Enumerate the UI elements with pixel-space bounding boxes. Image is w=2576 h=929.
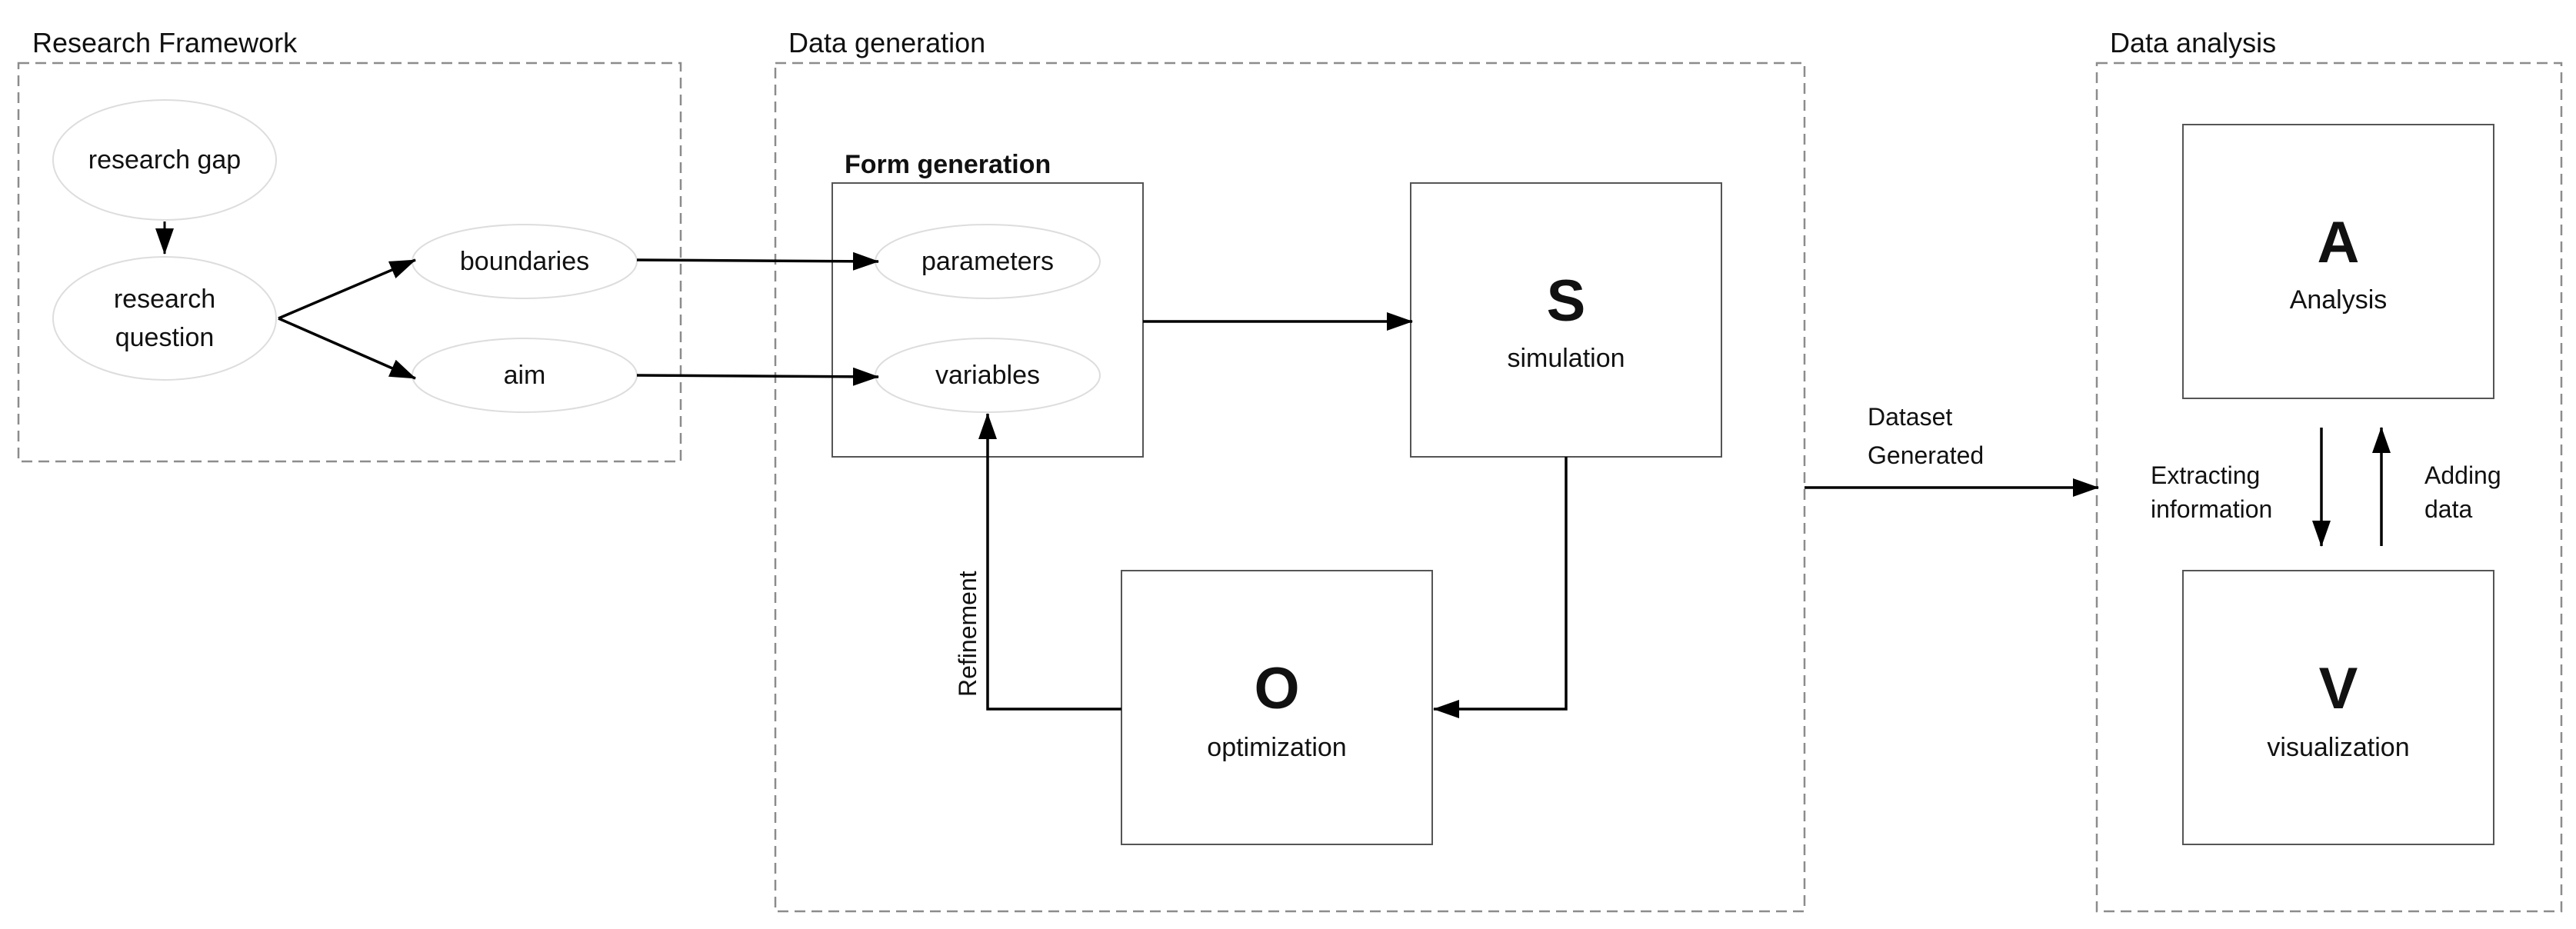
simulation-letter: S (1546, 268, 1586, 334)
optimization-letter: O (1254, 656, 1300, 721)
extracting-label-line1: Extracting (2151, 461, 2261, 489)
research-question-oval (52, 256, 277, 381)
research-framework-frame (17, 62, 682, 463)
adding-label-line1: Adding (2424, 461, 2501, 489)
adding-label-line2: data (2424, 495, 2473, 523)
research-gap-oval (52, 99, 277, 221)
refinement-label: Refinement (954, 571, 981, 697)
analysis-label: Analysis (2289, 285, 2388, 315)
boundaries-label: boundaries (459, 247, 590, 276)
aim-label: aim (503, 361, 546, 390)
simulation-label: simulation (1507, 344, 1625, 373)
boundaries-to-parameters-arrow (636, 251, 879, 271)
data-generation-title: Data generation (788, 27, 986, 58)
parameters-label: parameters (921, 247, 1054, 276)
visualization-label: visualization (2267, 733, 2410, 762)
optimization-box (1121, 570, 1433, 845)
question-to-boundaries-arrow (278, 258, 416, 320)
optimization-label: optimization (1207, 733, 1347, 762)
data-generation-frame (774, 62, 1806, 913)
data-analysis-title: Data analysis (2110, 27, 2277, 58)
aim-to-variables-arrow (636, 367, 879, 386)
research-gap-label: research gap (88, 145, 242, 175)
analysis-box (2182, 124, 2494, 399)
form-generation-title: Form generation (845, 150, 1051, 179)
variables-label: variables (935, 361, 1041, 390)
refinement-arrow (978, 413, 1121, 711)
dataset-label-line1: Dataset (1868, 403, 1953, 431)
analysis-letter: A (2317, 210, 2360, 275)
dataset-label-line2: Generated (1868, 441, 1984, 469)
simulation-to-optimization-arrow (1433, 457, 1568, 718)
research-question-label-line2: question (115, 323, 215, 352)
question-to-aim-arrow (278, 317, 416, 380)
research-framework-title: Research Framework (32, 27, 298, 58)
visualization-box (2182, 570, 2494, 845)
extracting-label-line2: information (2151, 495, 2273, 523)
visualization-letter: V (2318, 656, 2358, 721)
research-question-label-line1: research (113, 285, 216, 314)
